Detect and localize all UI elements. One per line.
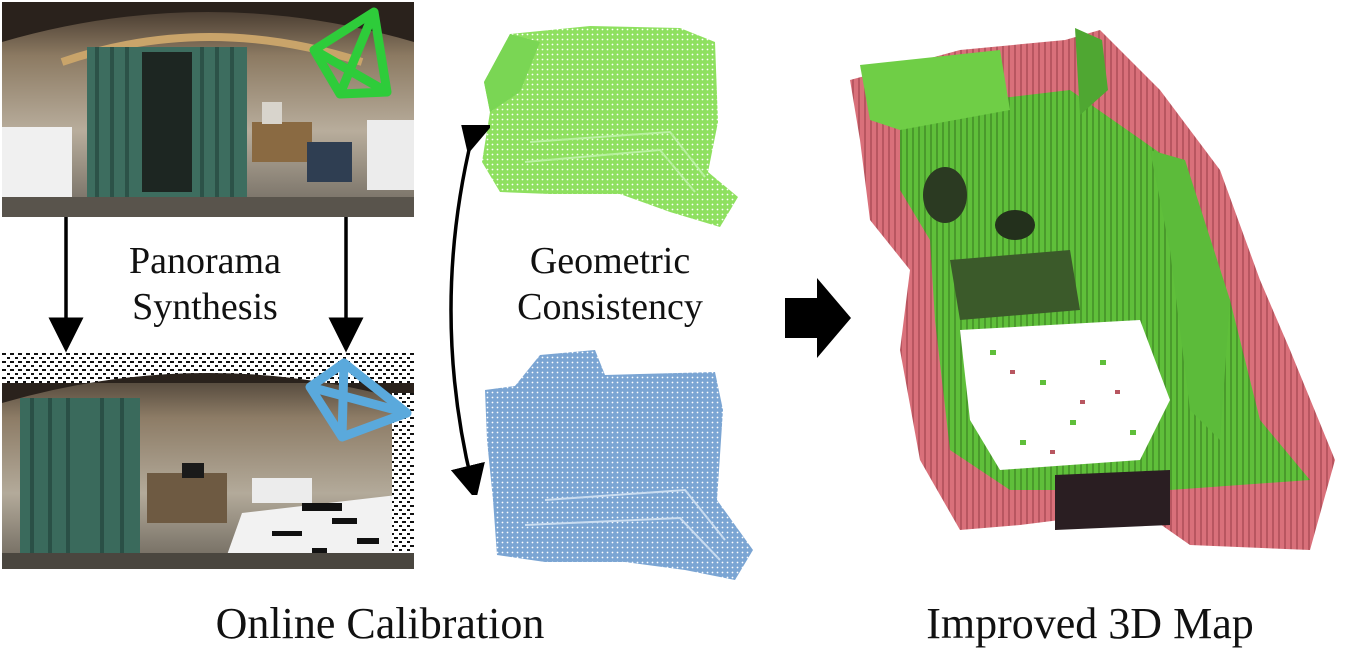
synthesis-arrows (48, 217, 364, 353)
camera-frustum-icon (305, 358, 412, 442)
panorama-synthesis-line-2: Synthesis (132, 286, 278, 328)
online-calibration-caption: Online Calibration (215, 599, 545, 648)
panorama-synthesis-label: Panorama Synthesis (90, 238, 320, 330)
geometric-consistency-line-1: Geometric (529, 240, 691, 282)
geometric-consistency-line-2: Consistency (517, 286, 703, 328)
original-panorama (2, 2, 414, 217)
synthesized-panorama (2, 353, 414, 569)
right-arrow-icon (785, 278, 851, 358)
blue-point-cloud (485, 350, 753, 580)
panorama-synthesis-line-1: Panorama (129, 240, 281, 282)
improved-3d-map (850, 28, 1335, 550)
green-point-cloud (482, 26, 738, 227)
geometric-consistency-label: Geometric Consistency (480, 238, 740, 330)
improved-map-caption: Improved 3D Map (926, 599, 1254, 648)
camera-frustum-icon (309, 7, 392, 99)
double-arrow-icon (449, 125, 490, 495)
